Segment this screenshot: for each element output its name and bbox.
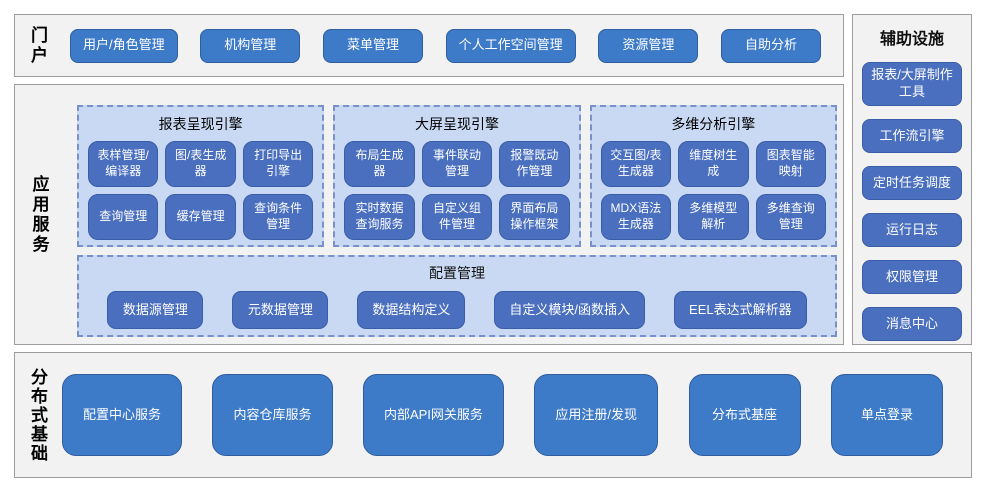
node-content-repository-service: 内容仓库服务 <box>212 374 333 456</box>
node-ui-layout-framework: 界面布局操作框架 <box>499 194 570 240</box>
node-alarm-action-management: 报警既动作管理 <box>499 141 570 187</box>
engine-bigscreen-grid: 布局生成器 事件联动管理 报警既动作管理 实时数据查询服务 自定义组件管理 界面… <box>344 141 570 240</box>
app-services-label-col: 应用服务 <box>15 85 63 344</box>
config-management-row: 数据源管理 元数据管理 数据结构定义 自定义模块/函数插入 EEL表达式解析器 <box>89 291 825 329</box>
node-multidim-model-parsing: 多维模型解析 <box>678 194 749 240</box>
node-resource-management: 资源管理 <box>598 28 699 63</box>
node-self-service-analysis: 自助分析 <box>721 28 821 63</box>
engine-bigscreen-rendering: 大屏呈现引擎 布局生成器 事件联动管理 报警既动作管理 实时数据查询服务 自定义… <box>333 105 581 247</box>
node-user-role-management: 用户/角色管理 <box>70 28 178 63</box>
node-scheduled-task-scheduling: 定时任务调度 <box>862 166 962 200</box>
engines-row: 报表呈现引擎 表样管理/编译器 图/表生成器 打印导出引擎 查询管理 缓存管理 … <box>77 105 837 247</box>
distributed-foundation-section: 分布式基础 配置中心服务 内容仓库服务 内部API网关服务 应用注册/发现 分布… <box>14 352 972 478</box>
portal-row: 用户/角色管理 机构管理 菜单管理 个人工作空间管理 资源管理 自助分析 <box>46 28 843 63</box>
engine-report-title: 报表呈现引擎 <box>158 116 243 132</box>
node-metadata-management: 元数据管理 <box>232 291 329 329</box>
node-workflow-engine: 工作流引擎 <box>862 119 962 153</box>
portal-label: 门户 <box>28 25 47 66</box>
node-realtime-data-query-service: 实时数据查询服务 <box>344 194 415 240</box>
node-cache-management: 缓存管理 <box>165 194 236 240</box>
node-chart-smart-mapping: 图表智能映射 <box>755 141 826 187</box>
node-query-condition-management: 查询条件管理 <box>242 194 314 240</box>
node-permission-management: 权限管理 <box>862 260 962 294</box>
app-services-content: 报表呈现引擎 表样管理/编译器 图/表生成器 打印导出引擎 查询管理 缓存管理 … <box>63 85 843 344</box>
node-personal-workspace-management: 个人工作空间管理 <box>445 28 576 63</box>
node-report-bigscreen-authoring-tool: 报表/大屏制作工具 <box>862 62 962 106</box>
engine-olap-analysis: 多维分析引擎 交互图/表生成器 维度树生成 图表智能映射 MDX语法生成器 多维… <box>589 105 837 247</box>
node-distributed-base: 分布式基座 <box>688 374 801 456</box>
engine-report-rendering: 报表呈现引擎 表样管理/编译器 图/表生成器 打印导出引擎 查询管理 缓存管理 … <box>77 105 325 247</box>
node-mdx-syntax-generator: MDX语法生成器 <box>600 194 672 240</box>
node-menu-management: 菜单管理 <box>322 28 423 63</box>
node-org-management: 机构管理 <box>200 28 301 63</box>
engine-olap-title: 多维分析引擎 <box>671 116 756 132</box>
node-multidim-query-management: 多维查询管理 <box>755 194 826 240</box>
node-chart-table-generator: 图/表生成器 <box>165 141 236 187</box>
engine-olap-grid: 交互图/表生成器 维度树生成 图表智能映射 MDX语法生成器 多维模型解析 多维… <box>600 141 826 240</box>
portal-section: 门户 用户/角色管理 机构管理 菜单管理 个人工作空间管理 资源管理 自助分析 <box>14 14 844 77</box>
node-app-registration-discovery: 应用注册/发现 <box>534 374 659 456</box>
node-single-sign-on: 单点登录 <box>830 374 943 456</box>
node-internal-api-gateway-service: 内部API网关服务 <box>362 374 504 456</box>
app-services-section: 应用服务 报表呈现引擎 表样管理/编译器 图/表生成器 打印导出引擎 查询管理 … <box>14 84 844 345</box>
distributed-foundation-row: 配置中心服务 内容仓库服务 内部API网关服务 应用注册/发现 分布式基座 单点… <box>46 374 971 456</box>
node-print-export-engine: 打印导出引擎 <box>242 141 314 187</box>
node-form-management-compiler: 表样管理/编译器 <box>88 141 159 187</box>
auxiliary-facilities-title: 辅助设施 <box>879 31 944 48</box>
node-data-structure-definition: 数据结构定义 <box>357 291 466 329</box>
node-custom-component-management: 自定义组件管理 <box>421 194 493 240</box>
node-config-center-service: 配置中心服务 <box>62 374 183 456</box>
app-services-label: 应用服务 <box>29 174 49 255</box>
engine-report-grid: 表样管理/编译器 图/表生成器 打印导出引擎 查询管理 缓存管理 查询条件管理 <box>88 141 314 240</box>
node-custom-module-function-insert: 自定义模块/函数插入 <box>494 291 646 329</box>
node-run-logs: 运行日志 <box>862 213 962 247</box>
engine-bigscreen-title: 大屏呈现引擎 <box>414 116 499 132</box>
distributed-foundation-label: 分布式基础 <box>28 367 47 463</box>
node-datasource-management: 数据源管理 <box>107 291 204 329</box>
node-interactive-chart-generator: 交互图/表生成器 <box>600 141 672 187</box>
node-eel-expression-parser: EEL表达式解析器 <box>674 291 807 329</box>
config-management-panel: 配置管理 数据源管理 元数据管理 数据结构定义 自定义模块/函数插入 EEL表达… <box>77 255 837 337</box>
node-layout-generator: 布局生成器 <box>344 141 415 187</box>
node-event-linkage-management: 事件联动管理 <box>421 141 493 187</box>
node-query-management: 查询管理 <box>88 194 159 240</box>
auxiliary-facilities-section: 辅助设施 报表/大屏制作工具 工作流引擎 定时任务调度 运行日志 权限管理 消息… <box>852 14 972 345</box>
node-message-center: 消息中心 <box>862 307 962 341</box>
config-management-title: 配置管理 <box>429 265 485 281</box>
node-dimension-tree-generation: 维度树生成 <box>678 141 749 187</box>
